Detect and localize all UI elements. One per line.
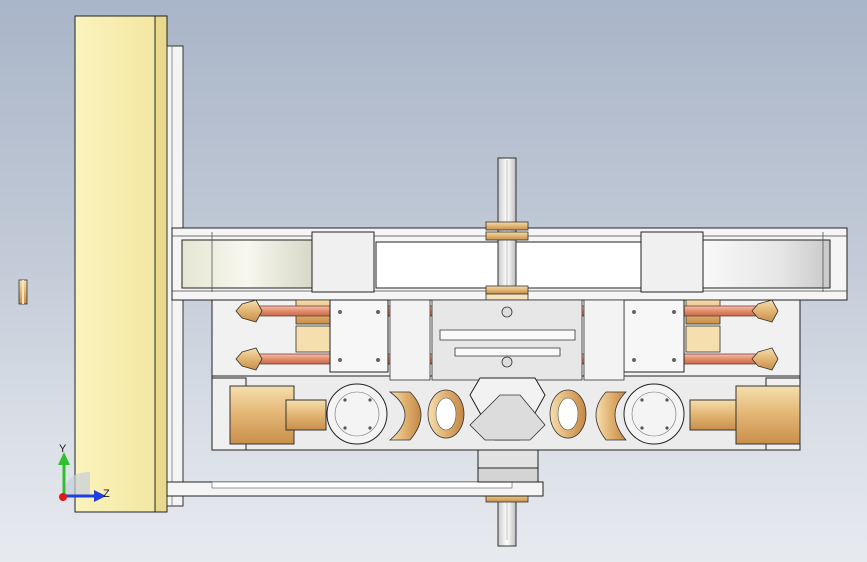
small-bushing (18, 279, 28, 305)
base-plate (74, 15, 184, 513)
left-cylinder (211, 377, 465, 451)
coordinate-triad[interactable]: Y Z (58, 443, 110, 502)
bottom-bar (166, 449, 544, 497)
x-axis-dot (59, 493, 67, 501)
central-linkage (431, 299, 583, 441)
cylinder-heads (329, 299, 685, 381)
z-axis-label: Z (103, 488, 110, 500)
y-axis-label: Y (59, 443, 67, 455)
right-cylinder (549, 377, 801, 451)
